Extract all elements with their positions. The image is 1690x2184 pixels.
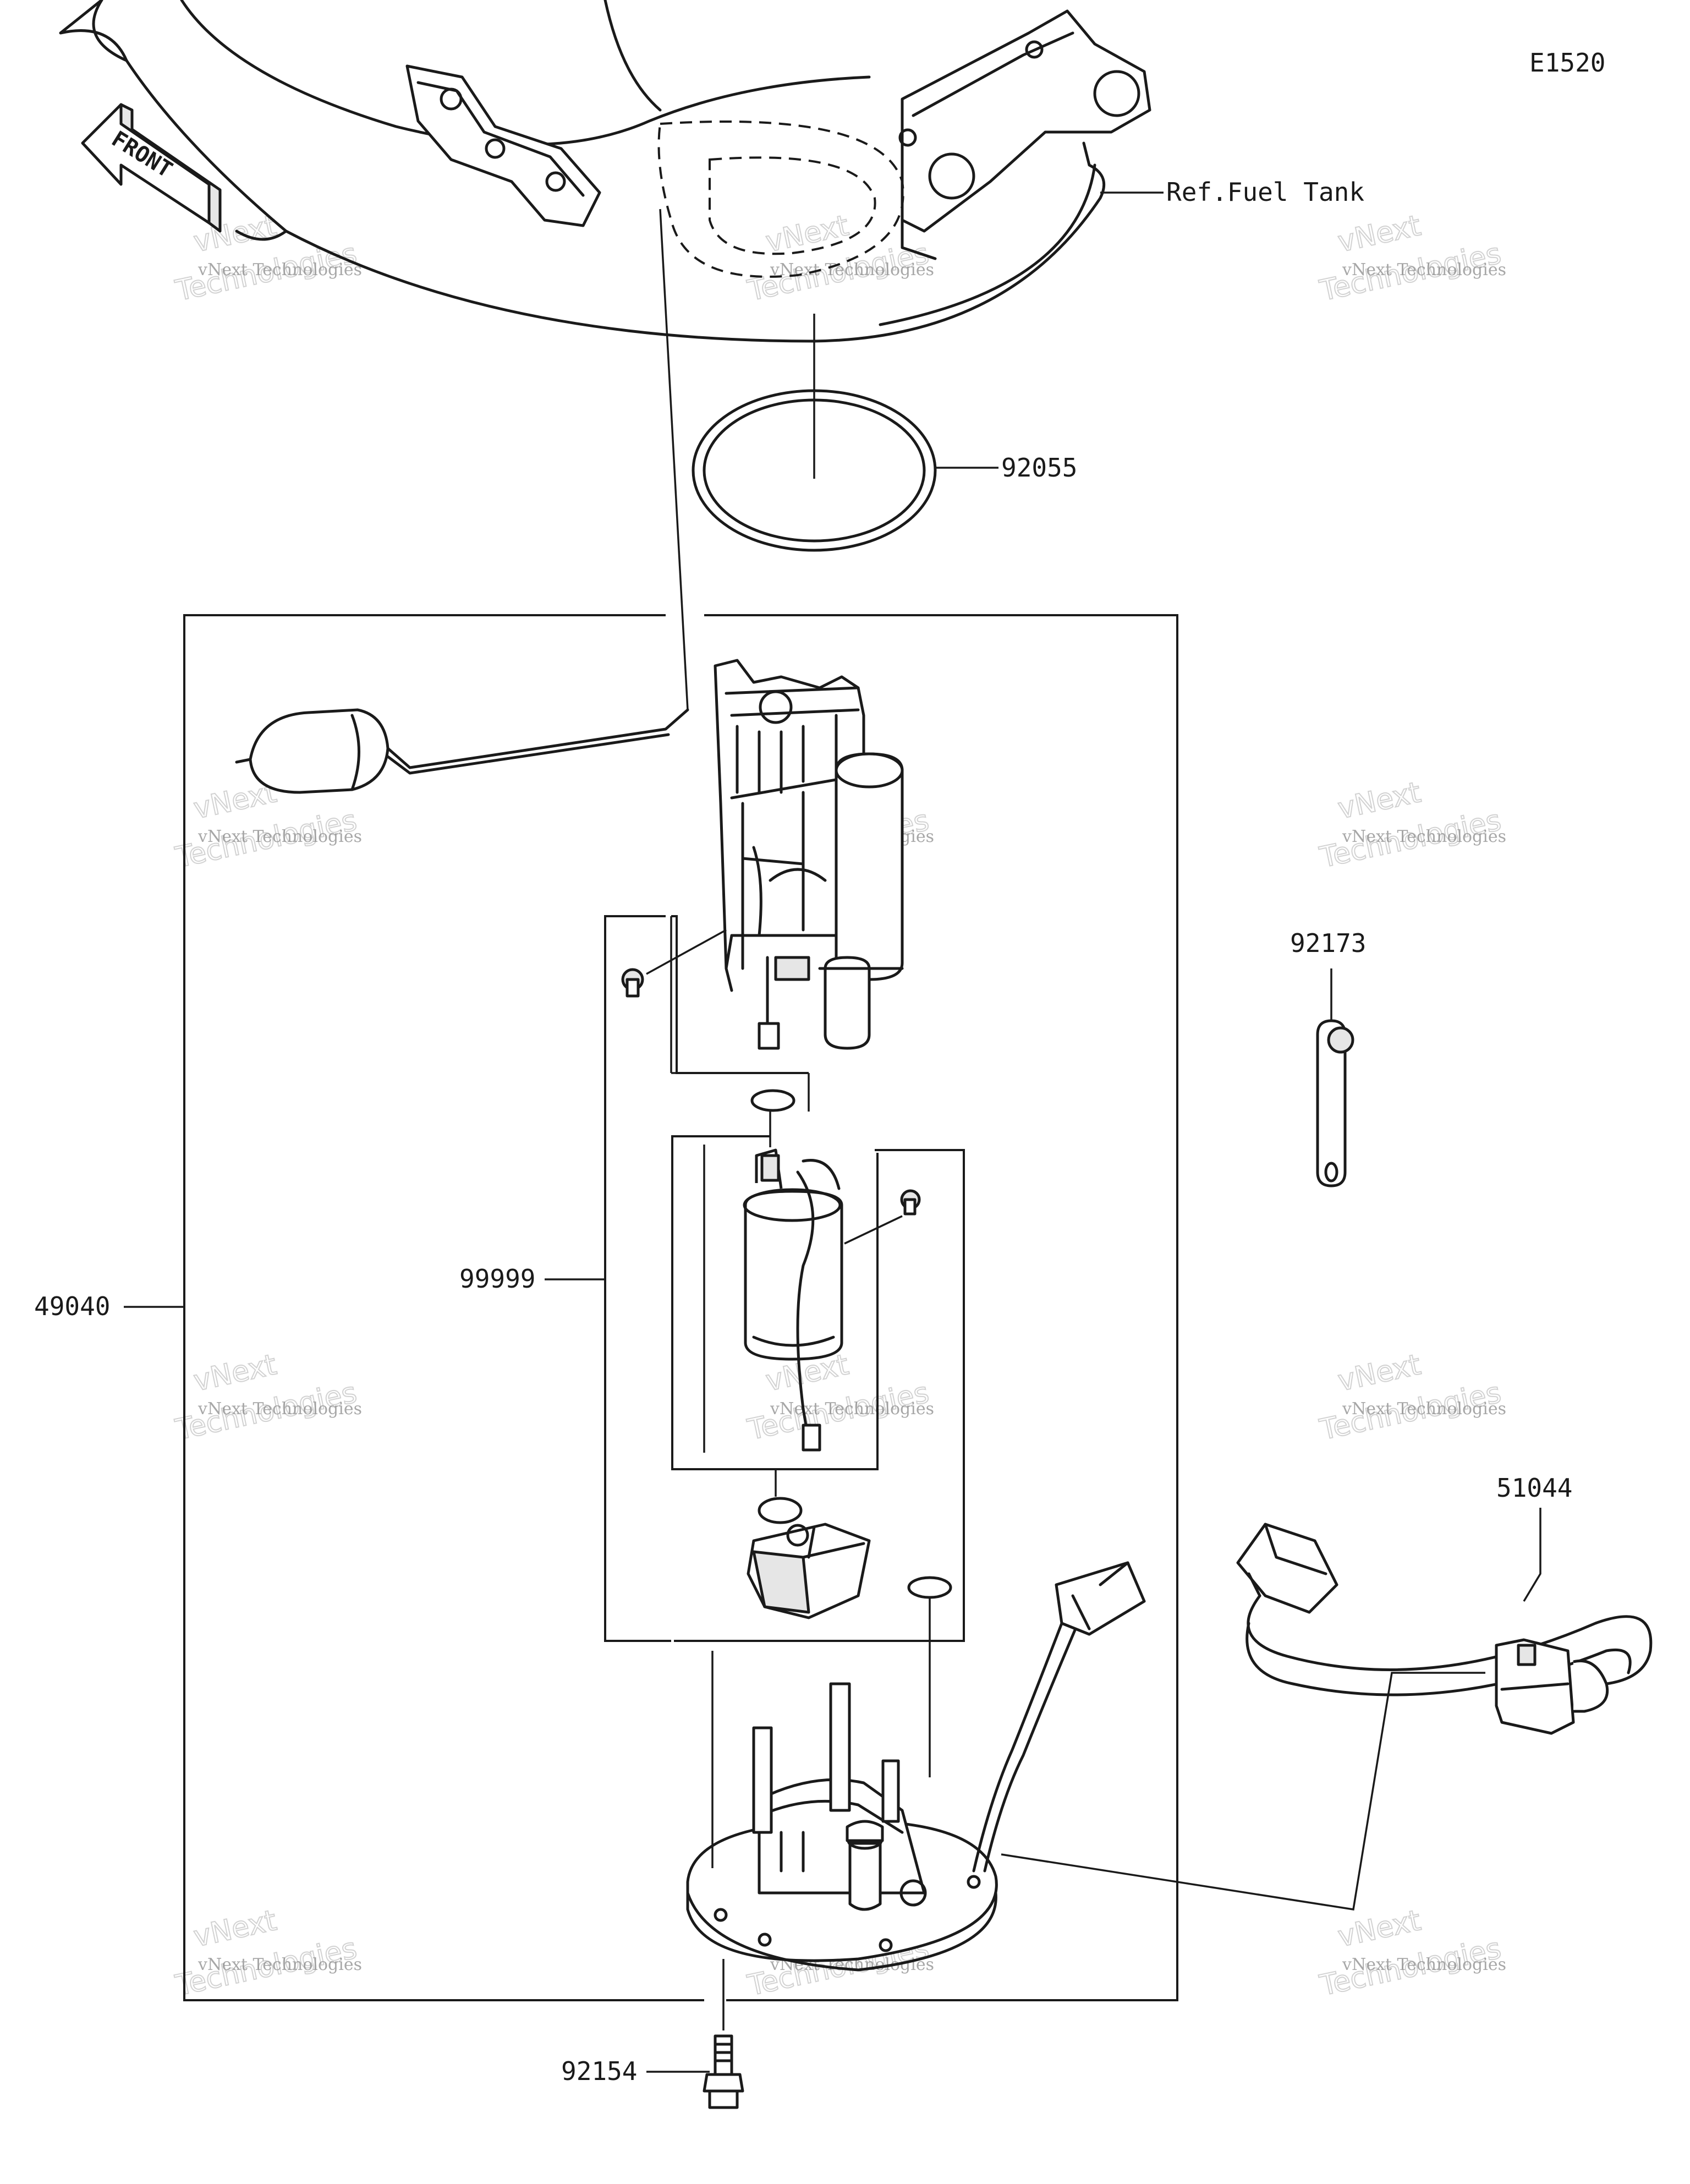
motor-inner-box <box>671 1135 879 1470</box>
fuel-level-float <box>235 708 689 794</box>
watermark: vNext Technologies vNext Technologies <box>172 209 362 308</box>
pump-upper-housing <box>714 659 865 1050</box>
screw <box>621 968 644 998</box>
watermark-company: vNext Technologies <box>1342 827 1506 846</box>
fuel-hose-51044 <box>1236 1523 1653 1735</box>
subassembly-right <box>674 1149 965 1642</box>
watermark-company: vNext Technologies <box>1342 1955 1506 1974</box>
watermark-line1: vNext <box>1335 209 1424 259</box>
watermark-line1: vNext <box>191 1348 279 1398</box>
front-arrow-icon: FRONT <box>81 103 222 233</box>
assembly-bracket-right <box>704 614 1178 2001</box>
subassembly-top <box>671 915 809 1074</box>
watermark-company: vNext Technologies <box>1342 1399 1506 1419</box>
watermark-line1: vNext <box>191 1904 279 1953</box>
watermark-company: vNext Technologies <box>1342 260 1506 280</box>
watermark-company: vNext Technologies <box>197 1399 362 1419</box>
watermark-company: vNext Technologies <box>770 1399 934 1419</box>
watermark: vNext Technologies vNext Technologies <box>172 1903 362 2003</box>
watermark: vNext Technologies vNext Technologies <box>1316 1903 1506 2003</box>
watermark-line1: vNext <box>1335 1348 1424 1398</box>
label-o-ring: 92055 <box>1001 453 1077 483</box>
subassembly-bracket <box>604 915 671 1642</box>
pump-base-plate <box>686 1561 1146 1972</box>
label-pump-subassembly: 99999 <box>459 1264 535 1294</box>
fuel-filter-canister <box>818 752 904 1050</box>
watermark: vNext Technologies vNext Technologies <box>744 209 934 308</box>
watermark-company: vNext Technologies <box>197 827 362 846</box>
label-pump-assembly: 49040 <box>34 1291 110 1321</box>
o-ring-92055 <box>692 389 937 552</box>
bolt-92154 <box>703 2034 744 2109</box>
label-bolt: 92154 <box>561 2056 637 2086</box>
fuel-pump-motor <box>743 1148 843 1452</box>
watermark: vNext Technologies vNext Technologies <box>744 1348 934 1447</box>
fuel-tank-reference <box>59 0 1151 343</box>
label-ref-fuel-tank: Ref.Fuel Tank <box>1166 177 1364 207</box>
small-o-ring <box>907 1576 952 1599</box>
small-o-ring <box>750 1089 795 1112</box>
band-92173 <box>1316 1019 1354 1187</box>
screw <box>900 1189 921 1216</box>
pump-lower-bracket <box>747 1497 871 1619</box>
label-band: 92173 <box>1290 928 1366 958</box>
label-hose: 51044 <box>1496 1473 1572 1503</box>
watermark: vNext Technologies vNext Technologies <box>172 1348 362 1447</box>
watermark: vNext Technologies vNext Technologies <box>1316 209 1506 308</box>
watermark: vNext Technologies vNext Technologies <box>1316 775 1506 875</box>
watermark-line1: vNext <box>1335 776 1424 825</box>
watermark-line1: vNext <box>763 209 852 259</box>
watermark: vNext Technologies vNext Technologies <box>1316 1348 1506 1447</box>
diagram-code: E1520 <box>1529 48 1605 78</box>
watermark-line1: vNext <box>1335 1904 1424 1953</box>
watermark-company: vNext Technologies <box>197 260 362 280</box>
watermark-company: vNext Technologies <box>197 1955 362 1974</box>
watermark-company: vNext Technologies <box>770 260 934 280</box>
